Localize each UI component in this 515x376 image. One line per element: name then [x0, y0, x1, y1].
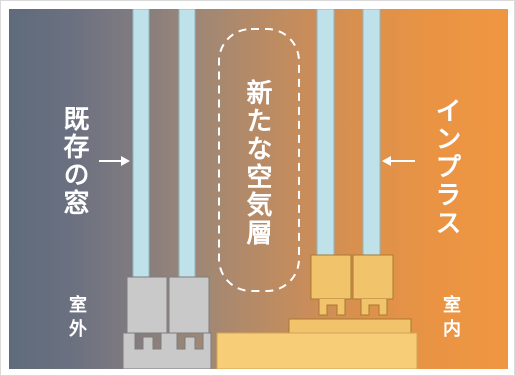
- existing-sash-left: [126, 276, 168, 334]
- existing-rail-profile: [122, 332, 212, 369]
- outdoor-label: 室外: [66, 295, 87, 343]
- inplus-glass-pane-left: [316, 9, 335, 256]
- indoor-label: 室内: [440, 295, 461, 343]
- inplus-rail-grooves: [318, 299, 388, 316]
- window-sill: [216, 332, 418, 369]
- existing-glass-pane-left: [132, 9, 150, 278]
- existing-glass-pane-right: [178, 9, 196, 278]
- inplus-sash-right: [352, 254, 394, 300]
- inplus-label: インプラス: [431, 97, 461, 237]
- diagram-graphic: [99, 9, 418, 369]
- existing-window-arrow-head: [121, 156, 130, 166]
- existing-sash-right: [168, 276, 210, 334]
- inplus-glass-pane-right: [362, 9, 381, 256]
- inplus-sash-left: [310, 254, 352, 300]
- new-air-layer-label: 新たな空気層: [242, 79, 272, 247]
- air-layer-outline: [218, 28, 300, 292]
- inplus-arrow-head: [382, 156, 391, 166]
- existing-window-label: 既存の窓: [59, 105, 89, 217]
- window-cross-section-diagram: 既存の窓 新たな空気層 インプラス 室外 室内: [9, 9, 508, 369]
